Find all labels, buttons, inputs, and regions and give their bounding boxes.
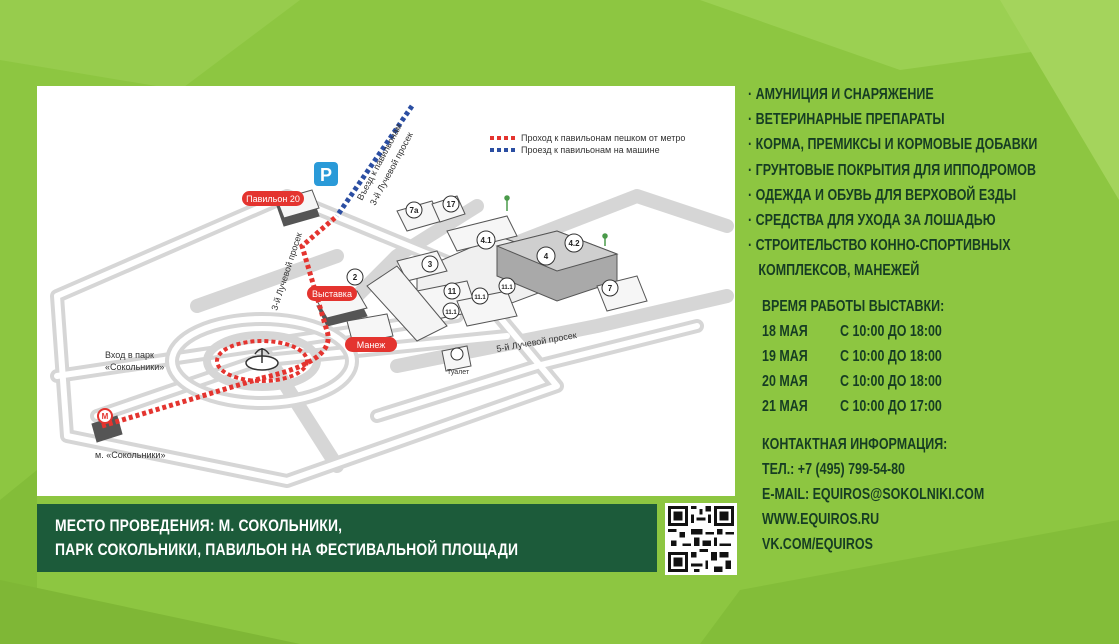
list-item: · ВЕТЕРИНАРНЫЕ ПРЕПАРАТЫ: [748, 111, 945, 129]
svg-text:М: М: [102, 412, 109, 421]
text-park-entrance-1: Вход в парк: [105, 350, 154, 360]
info-panel: · АМУНИЦИЯ И СНАРЯЖЕНИЕ · ВЕТЕРИНАРНЫЕ П…: [748, 82, 1108, 558]
svg-text:3: 3: [428, 260, 433, 269]
list-item: · АМУНИЦИЯ И СНАРЯЖЕНИЕ: [748, 86, 934, 103]
list-item: · ГРУНТОВЫЕ ПОКРЫТИЯ ДЛЯ ИППОДРОМОВ: [748, 161, 1036, 179]
svg-text:4.1: 4.1: [480, 236, 492, 245]
svg-text:4.2: 4.2: [568, 239, 580, 248]
venue-box: МЕСТО ПРОВЕДЕНИЯ: М. СОКОЛЬНИКИ, ПАРК СО…: [37, 504, 657, 572]
fountain-icon: [245, 348, 279, 371]
text-metro: м. «Сокольники»: [95, 450, 165, 460]
toilet-icon: [450, 347, 464, 361]
venue-map: 7а 17 4.1 4.2 4 2 3 11 11.1 11.1 11.1 7 …: [50, 104, 734, 488]
buildings: [91, 189, 648, 443]
svg-text:Проход к павильонам пешком от: Проход к павильонам пешком от метро: [521, 133, 685, 143]
contact-email-link[interactable]: E-MAIL: EQUIROS@SOKOLNIKI.COM: [762, 486, 985, 504]
text-park-entrance-2: «Сокольники»: [105, 362, 164, 372]
parking-icon: P: [314, 162, 338, 186]
car-route: [334, 104, 415, 218]
svg-text:11.1: 11.1: [474, 295, 486, 301]
svg-text:11.1: 11.1: [445, 310, 457, 316]
map-panel: 7а 17 4.1 4.2 4 2 3 11 11.1 11.1 11.1 7 …: [37, 86, 735, 496]
qr-code-icon[interactable]: [665, 503, 737, 575]
metro-icon: М: [97, 408, 113, 424]
list-item: · КОРМА, ПРЕМИКСЫ И КОРМОВЫЕ ДОБАВКИ: [748, 136, 1038, 154]
map-legend: Проход к павильонам пешком от метро Прое…: [490, 133, 685, 155]
svg-text:11: 11: [448, 287, 457, 296]
svg-text:P: P: [320, 165, 332, 185]
lamp-icons: [504, 195, 608, 246]
contact-vk-link[interactable]: VK.COM/EQUIROS: [762, 536, 873, 554]
svg-text:Манеж: Манеж: [357, 340, 386, 350]
list-item: · СТРОИТЕЛЬСТВО КОННО-СПОРТИВНЫХ: [748, 237, 1011, 255]
svg-text:7а: 7а: [410, 206, 419, 215]
walk-route: [101, 214, 339, 429]
svg-text:17: 17: [447, 200, 456, 209]
list-item: · ОДЕЖДА И ОБУВЬ ДЛЯ ВЕРХОВОЙ ЕЗДЫ: [748, 186, 1017, 204]
svg-text:11.1: 11.1: [501, 285, 513, 291]
svg-text:Проезд к павильонам на машине: Проезд к павильонам на машине: [521, 145, 660, 155]
contact-phone: ТЕЛ.: +7 (495) 799-54-80: [762, 460, 905, 478]
label-manezh: Манеж: [345, 337, 397, 352]
venue-line-1: МЕСТО ПРОВЕДЕНИЯ: М. СОКОЛЬНИКИ,: [55, 516, 343, 535]
contacts-section: КОНТАКТНАЯ ИНФОРМАЦИЯ: ТЕЛ.: +7 (495) 79…: [748, 432, 1108, 558]
svg-text:2: 2: [353, 273, 358, 282]
venue-line-2: ПАРК СОКОЛЬНИКИ, ПАВИЛЬОН НА ФЕСТИВАЛЬНО…: [55, 540, 519, 559]
label-exhibition: Выставка: [307, 286, 357, 301]
svg-text:4: 4: [544, 252, 549, 261]
svg-text:Выставка: Выставка: [312, 289, 352, 299]
list-item: КОМПЛЕКСОВ, МАНЕЖЕЙ: [748, 262, 920, 280]
category-list: · АМУНИЦИЯ И СНАРЯЖЕНИЕ · ВЕТЕРИНАРНЫЕ П…: [748, 82, 1108, 284]
contact-site-link[interactable]: WWW.EQUIROS.RU: [762, 511, 880, 529]
svg-text:7: 7: [608, 284, 613, 293]
label-pavilion20: Павильон 20: [242, 191, 304, 206]
contacts-title: КОНТАКТНАЯ ИНФОРМАЦИЯ:: [762, 435, 948, 453]
pavilion-markers: 7а 17 4.1 4.2 4 2 3 11 11.1 11.1 11.1 7: [346, 195, 619, 320]
list-item: · СРЕДСТВА ДЛЯ УХОДА ЗА ЛОШАДЬЮ: [748, 212, 996, 230]
svg-text:Павильон 20: Павильон 20: [246, 194, 300, 204]
text-toilet: Туалет: [447, 369, 470, 376]
walk-route-loop: [215, 339, 309, 383]
hours-title: ВРЕМЯ РАБОТЫ ВЫСТАВКИ:: [762, 297, 945, 315]
